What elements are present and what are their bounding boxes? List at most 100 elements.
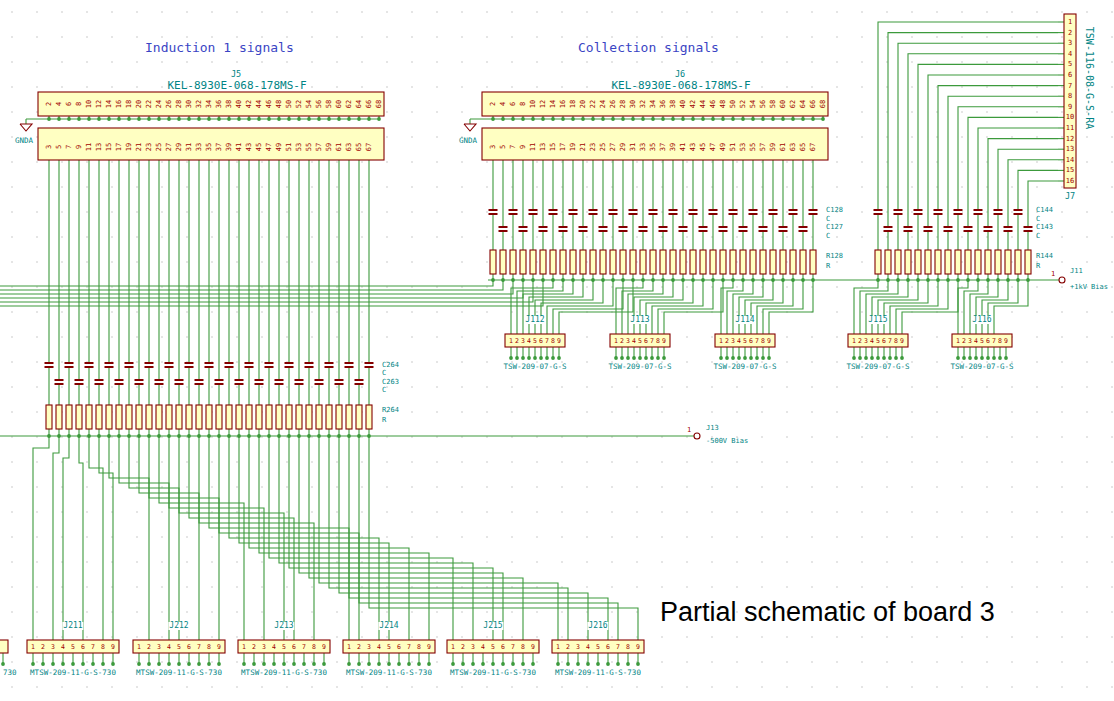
connector-body	[38, 128, 384, 160]
pin-number: 5	[491, 643, 495, 650]
junction-dot	[992, 356, 996, 360]
pin-number: 67	[810, 143, 817, 151]
resistor-symbol	[620, 250, 626, 274]
pin-number: 15	[1066, 167, 1074, 174]
pin-number: 4	[500, 102, 507, 106]
pin-number: 43	[246, 143, 253, 151]
wire	[1058, 117, 1064, 118]
component-reference: R128	[826, 253, 843, 260]
capacitor-gap	[175, 380, 183, 384]
junction-dot	[882, 356, 886, 360]
capacitor-symbol	[799, 227, 808, 231]
pin-number: 62	[790, 100, 797, 108]
resistor-symbol	[690, 250, 696, 274]
wire	[1058, 64, 1064, 65]
reference-designator: J13	[706, 425, 719, 432]
junction-dot	[650, 356, 654, 360]
resistor-symbol	[975, 250, 981, 274]
pin-number: 4	[1068, 50, 1072, 57]
capacitor-gap	[779, 227, 787, 231]
reference-designator: J116	[971, 316, 992, 324]
capacitor-gap	[599, 227, 607, 231]
capacitor-symbol	[215, 380, 224, 384]
capacitor-symbol	[669, 210, 678, 214]
junction-dot	[41, 662, 45, 666]
junction-dot	[282, 662, 286, 666]
capacitor-gap	[345, 363, 353, 367]
pin-number: 17	[560, 143, 567, 151]
pin-number: 11	[1066, 125, 1074, 132]
capacitor-symbol	[335, 380, 344, 384]
resistor-symbol	[356, 405, 362, 429]
pin-number: 58	[770, 100, 777, 108]
wire	[751, 160, 783, 334]
pin-number: 6	[187, 643, 191, 650]
capacitor-gap	[924, 227, 932, 231]
reference-designator: J5	[231, 70, 241, 79]
pin-number: 8	[894, 337, 898, 344]
capacitor-gap	[45, 363, 53, 367]
pin-number: 66	[810, 100, 817, 108]
pin-number: 16	[116, 100, 123, 108]
pin-number: 11	[530, 143, 537, 151]
resistor-symbol	[256, 405, 262, 429]
pin-number: 41	[236, 143, 243, 151]
wire	[646, 160, 693, 334]
capacitor-symbol	[235, 380, 244, 384]
capacitor-symbol	[45, 363, 54, 367]
pin-number: 8	[521, 643, 525, 650]
capacitor-symbol	[729, 210, 738, 214]
capacitor-symbol	[579, 227, 588, 231]
pin-number: 59	[326, 143, 333, 151]
junction-dot	[197, 662, 201, 666]
junction-dot	[545, 356, 549, 360]
wire	[1058, 159, 1064, 160]
capacitor-symbol	[185, 363, 194, 367]
resistor-symbol	[1015, 250, 1021, 274]
pin-number: 3	[731, 337, 735, 344]
pin-number: 22	[146, 100, 153, 108]
pin-number: 19	[126, 143, 133, 151]
pin-number: 1	[956, 337, 960, 344]
ground-symbol	[20, 124, 32, 131]
pin-number: 2	[725, 337, 729, 344]
capacitor-gap	[549, 210, 557, 214]
wire	[994, 181, 1058, 334]
pin-number: 15	[550, 143, 557, 151]
wire	[1058, 127, 1064, 128]
pin-number: 42	[246, 100, 253, 108]
component-reference: C143	[1036, 224, 1053, 231]
resistor-symbol	[780, 250, 786, 274]
component-value: C	[1036, 216, 1040, 223]
pin-number: 4	[737, 337, 741, 344]
component-reference: C264	[382, 362, 399, 369]
capacitor-symbol	[914, 210, 923, 214]
capacitor-symbol	[315, 380, 324, 384]
junction-dot	[737, 356, 741, 360]
wire	[1058, 149, 1064, 150]
capacitor-gap	[689, 210, 697, 214]
resistor-symbol	[156, 405, 162, 429]
capacitor-gap	[934, 210, 942, 214]
resistor-symbol	[760, 250, 766, 274]
pin-number: 6	[644, 337, 648, 344]
junction-dot	[725, 356, 729, 360]
resistor-symbol	[246, 405, 252, 429]
pin-number: 45	[700, 143, 707, 151]
pin-number: 40	[680, 100, 687, 108]
capacitor-gap	[355, 380, 363, 384]
part-number: MTSW-209-11-G-S-730	[346, 669, 432, 677]
wire	[769, 160, 813, 334]
capacitor-gap	[335, 380, 343, 384]
junction-dot	[312, 662, 316, 666]
pin-number: 3	[490, 145, 497, 149]
capacitor-gap	[325, 363, 333, 367]
pin-number: 28	[620, 100, 627, 108]
wire	[309, 160, 523, 640]
capacitor-gap	[155, 380, 163, 384]
pin-number: 48	[276, 100, 283, 108]
pin-number: 6	[1068, 72, 1072, 79]
wire	[1058, 53, 1064, 54]
connector-body	[610, 334, 670, 347]
pin-number: 8	[76, 102, 83, 106]
